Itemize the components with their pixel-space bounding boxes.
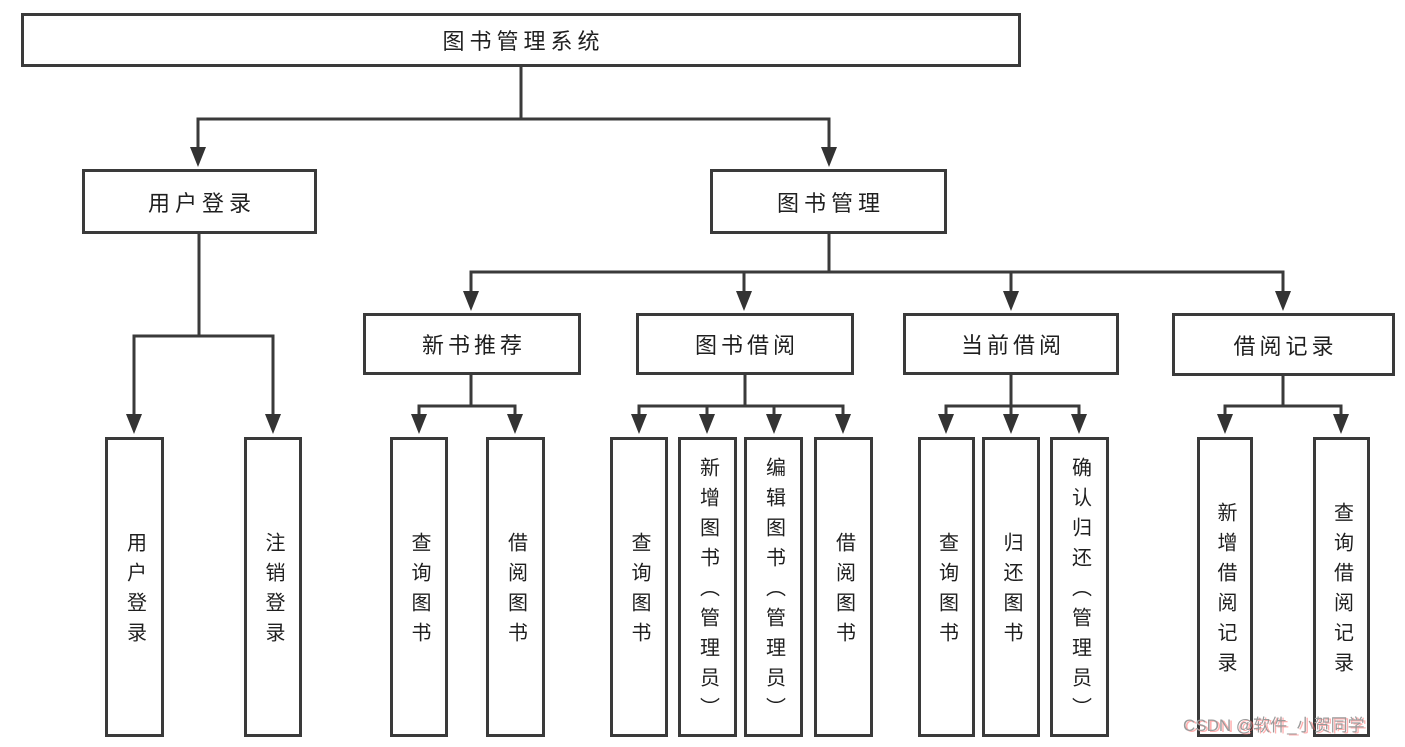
leaf-borrow-books-label: 借阅图书 bbox=[832, 532, 855, 652]
leaf-add-book-admin: 新增图书（管理员） bbox=[678, 437, 737, 737]
leaf-return-book: 归还图书 bbox=[982, 437, 1040, 737]
leaf-add-borrow-record: 新增借阅记录 bbox=[1197, 437, 1253, 737]
node-borrow-records: 借阅记录 bbox=[1172, 313, 1395, 376]
node-root: 图书管理系统 bbox=[21, 13, 1021, 67]
connector-book-borrow-to-leaves bbox=[631, 373, 851, 434]
node-current-borrow: 当前借阅 bbox=[903, 313, 1119, 375]
leaf-query-books-borrow-label: 查询图书 bbox=[628, 532, 650, 652]
leaf-edit-book-admin: 编辑图书（管理员） bbox=[744, 437, 803, 737]
connector-new-books-to-leaves bbox=[411, 373, 523, 434]
node-book-mgmt-label: 图书管理 bbox=[776, 190, 885, 216]
connector-book-mgmt-to-level3 bbox=[463, 232, 1291, 311]
csdn-watermark: CSDN @软件_小贺同学 bbox=[1183, 716, 1365, 735]
node-root-label: 图书管理系统 bbox=[442, 29, 605, 54]
connector-borrow-records-to-leaves bbox=[1217, 373, 1349, 434]
leaf-logout-label: 注销登录 bbox=[262, 532, 284, 652]
leaf-add-book-admin-label: 新增图书（管理员） bbox=[696, 457, 719, 727]
leaf-query-books-recommend: 查询图书 bbox=[390, 437, 448, 737]
leaf-query-books-borrow: 查询图书 bbox=[610, 437, 668, 737]
leaf-query-books-current: 查询图书 bbox=[918, 437, 975, 737]
leaf-user-login: 用户登录 bbox=[105, 437, 164, 737]
leaf-confirm-return-admin: 确认归还（管理员） bbox=[1050, 437, 1109, 737]
node-book-borrow-label: 图书借阅 bbox=[694, 333, 799, 358]
leaf-query-books-recommend-label: 查询图书 bbox=[408, 532, 430, 652]
leaf-borrow-books-recommend: 借阅图书 bbox=[486, 437, 545, 737]
node-current-borrow-label: 当前借阅 bbox=[960, 333, 1065, 358]
leaf-logout: 注销登录 bbox=[244, 437, 302, 737]
node-user-login-label: 用户登录 bbox=[147, 190, 256, 216]
connector-root-to-level2 bbox=[190, 65, 837, 167]
node-book-borrow: 图书借阅 bbox=[636, 313, 854, 375]
leaf-query-books-current-label: 查询图书 bbox=[935, 532, 958, 652]
leaf-edit-book-admin-label: 编辑图书（管理员） bbox=[762, 457, 785, 727]
connector-current-borrow-to-leaves bbox=[938, 373, 1087, 434]
node-new-book-recommend-label: 新书推荐 bbox=[421, 333, 526, 358]
leaf-borrow-books: 借阅图书 bbox=[814, 437, 873, 737]
leaf-confirm-return-admin-label: 确认归还（管理员） bbox=[1068, 457, 1091, 727]
leaf-user-login-label: 用户登录 bbox=[123, 532, 146, 652]
leaf-query-borrow-record-label: 查询借阅记录 bbox=[1330, 502, 1353, 682]
node-user-login: 用户登录 bbox=[82, 169, 317, 234]
node-book-mgmt: 图书管理 bbox=[710, 169, 947, 234]
leaf-return-book-label: 归还图书 bbox=[1000, 532, 1022, 652]
node-new-book-recommend: 新书推荐 bbox=[363, 313, 581, 375]
leaf-borrow-books-recommend-label: 借阅图书 bbox=[504, 532, 527, 652]
leaf-add-borrow-record-label: 新增借阅记录 bbox=[1214, 502, 1236, 682]
connector-user-login-to-leaves bbox=[126, 232, 281, 434]
leaf-query-borrow-record: 查询借阅记录 bbox=[1313, 437, 1370, 737]
node-borrow-records-label: 借阅记录 bbox=[1233, 333, 1338, 359]
